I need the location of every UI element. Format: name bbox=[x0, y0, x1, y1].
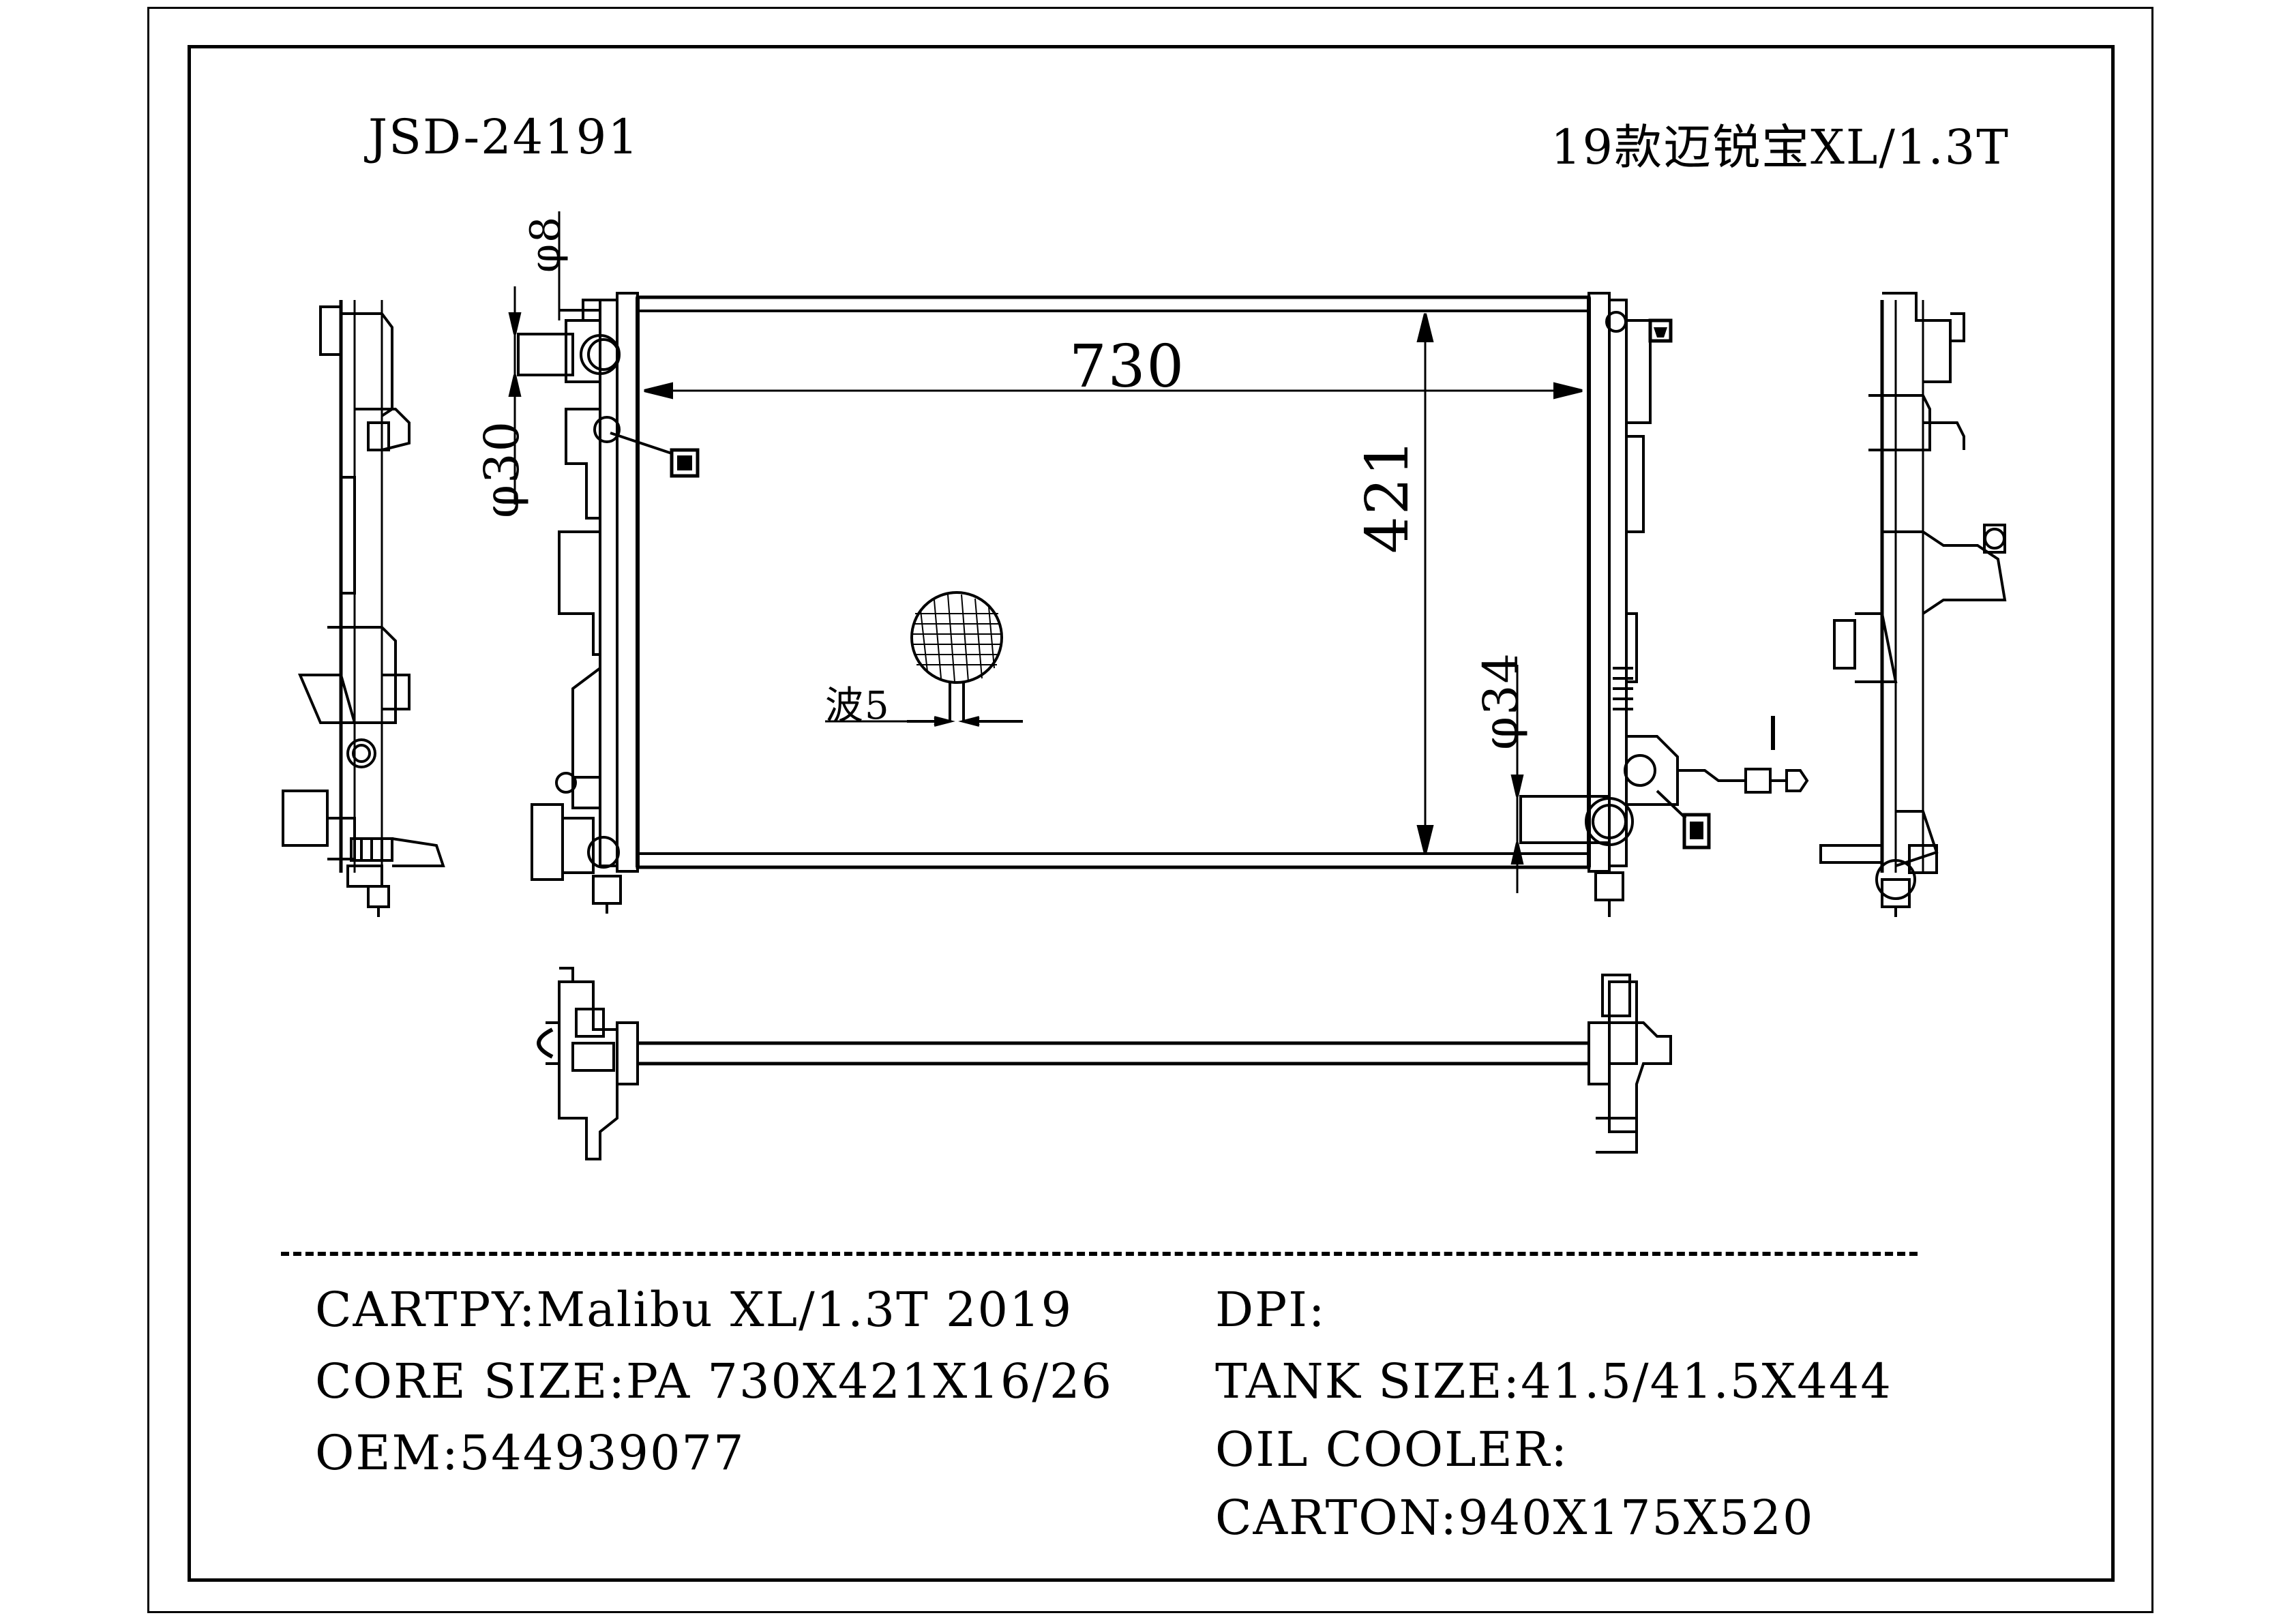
fin-wave-label: 波5 bbox=[825, 684, 891, 728]
outer-frame bbox=[147, 7, 2153, 1613]
section-divider bbox=[281, 1252, 1918, 1256]
spec-cartpy: CARTPY:Malibu XL/1.3T 2019 bbox=[315, 1282, 1073, 1338]
bracket-right bbox=[1656, 790, 1711, 850]
top-view bbox=[537, 967, 1672, 1160]
dim-730-label: 730 bbox=[1069, 333, 1186, 401]
spec-oil-cooler: OIL COOLER: bbox=[1215, 1422, 1568, 1477]
left-tank bbox=[531, 292, 639, 914]
inlet-pipe bbox=[517, 299, 620, 376]
left-side-view bbox=[282, 300, 445, 917]
model-title: 19款迈锐宝XL/1.3T bbox=[1551, 119, 2010, 175]
outlet-pipe bbox=[1519, 795, 1611, 844]
inner-frame bbox=[188, 45, 2115, 1582]
dim-phi34-label: φ34 bbox=[1473, 651, 1529, 750]
dim-421-label: 421 bbox=[1354, 437, 1422, 554]
spec-core-size: CORE SIZE:PA 730X421X16/26 bbox=[315, 1353, 1114, 1409]
fin-detail bbox=[825, 591, 1023, 727]
bracket-left bbox=[610, 432, 700, 478]
dimension-height bbox=[1416, 313, 1434, 854]
dimension-outlet bbox=[1510, 665, 1524, 893]
dimension-inlet bbox=[508, 211, 600, 505]
spec-tank-size: TANK SIZE:41.5/41.5X444 bbox=[1215, 1353, 1892, 1409]
spec-oem: OEM:544939077 bbox=[315, 1425, 745, 1481]
dim-phi30-label: φ30 bbox=[474, 419, 530, 518]
dim-phi8-label: φ8 bbox=[522, 215, 569, 273]
spec-dpi: DPI: bbox=[1215, 1282, 1326, 1338]
spec-carton: CARTON:940X175X520 bbox=[1215, 1490, 1815, 1546]
clip-top-right bbox=[1648, 318, 1673, 343]
part-number: JSD-24191 bbox=[368, 109, 640, 165]
right-side-view bbox=[1819, 292, 2007, 917]
right-tank bbox=[1585, 292, 1679, 917]
temperature-sensor bbox=[1678, 716, 1809, 794]
